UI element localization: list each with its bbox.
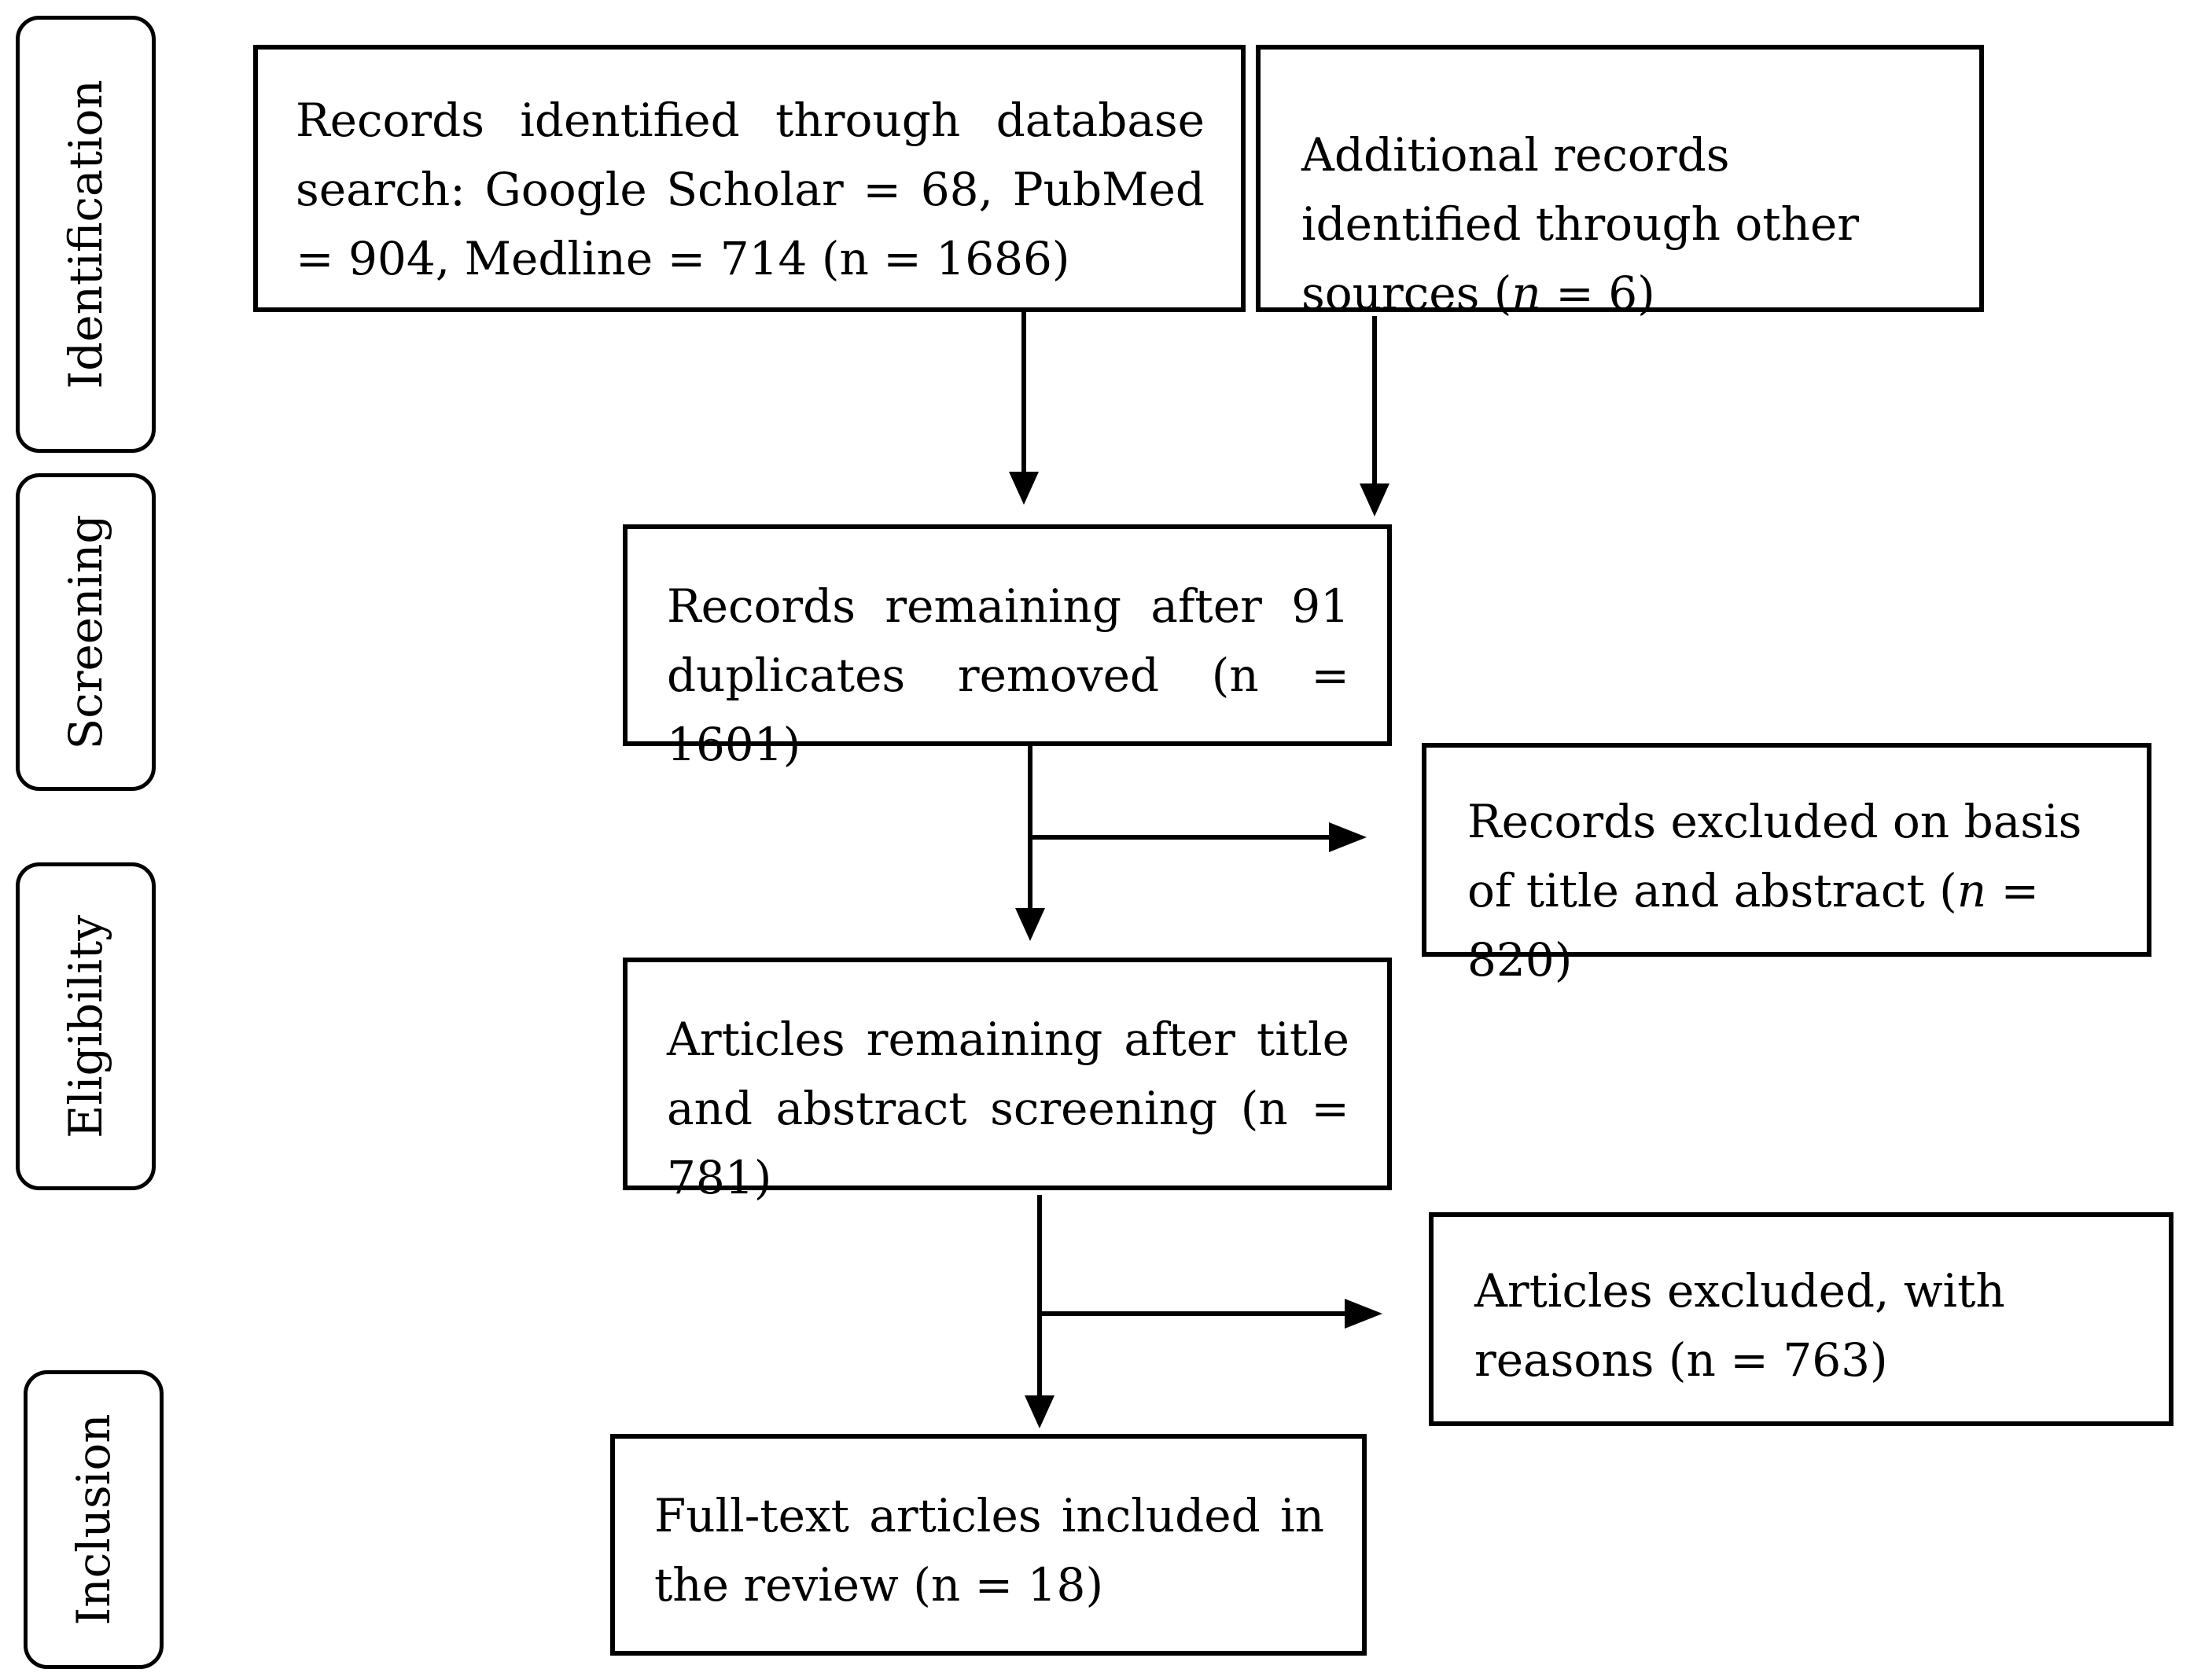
arrow-other: [1360, 483, 1389, 516]
arrow-exclude-reasons: [1345, 1299, 1382, 1329]
arrow-screening: [1025, 1395, 1055, 1428]
other-sources-n: n: [1511, 267, 1541, 320]
excluded-title-text: Records excluded on basis of title and a…: [1467, 787, 2115, 994]
arrow-exclude-title: [1329, 822, 1367, 852]
box-database-search: Records identified through database sear…: [253, 45, 1246, 312]
arrow-search: [1009, 472, 1039, 505]
excluded-title-prefix: Records excluded on basis of title and a…: [1467, 795, 2082, 917]
excluded-title-n: n: [1956, 864, 1987, 917]
box-excluded-reasons: Articles excluded, with reasons (n = 763…: [1429, 1212, 2173, 1426]
stage-screening: Screening: [16, 473, 156, 791]
stage-inclusion: Inclusion: [24, 1370, 164, 1669]
stage-eligibility: Eligibility: [16, 862, 156, 1190]
other-sources-prefix: Additional records identified through ot…: [1301, 128, 1859, 320]
excluded-title-suffix: = 820): [1467, 864, 2040, 987]
excluded-reasons-text: Articles excluded, with reasons (n = 763…: [1474, 1264, 2005, 1387]
box-other-sources: Additional records identified through ot…: [1256, 45, 1984, 320]
after-duplicates-text: Records remaining after 91 duplicates re…: [667, 579, 1349, 771]
after-screening-text: Articles remaining after title and abstr…: [667, 1013, 1349, 1204]
arrow-duplicates: [1015, 908, 1045, 941]
stage-identification: Identification: [16, 16, 156, 453]
box-after-screening: Articles remaining after title and abstr…: [623, 958, 1392, 1204]
box-included: Full-text articles included in the revie…: [610, 1434, 1367, 1656]
other-sources-suffix: = 6): [1540, 267, 1655, 320]
box-excluded-title-abstract: Records excluded on basis of title and a…: [1422, 743, 2151, 987]
included-text: Full-text articles included in the revie…: [654, 1489, 1324, 1612]
box-after-duplicates: Records remaining after 91 duplicates re…: [623, 524, 1392, 771]
other-sources-text: Additional records identified through ot…: [1301, 120, 1948, 328]
database-search-text: Records identified through database sear…: [296, 94, 1205, 285]
